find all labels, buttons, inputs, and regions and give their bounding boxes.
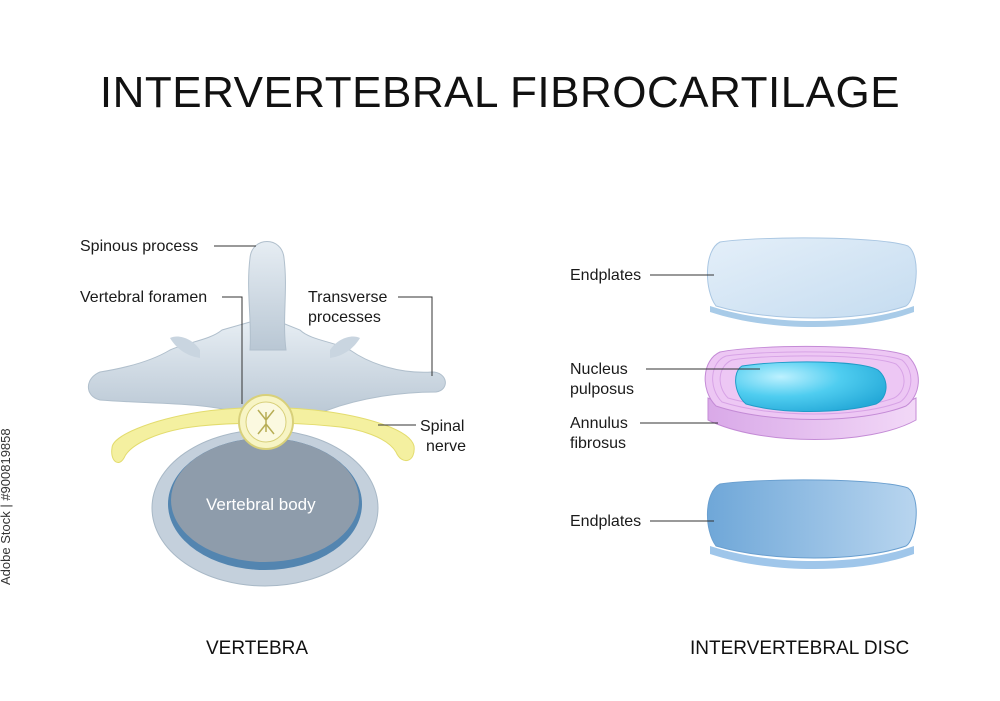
label-spinal-nerve-line1: Spinal — [420, 418, 465, 435]
label-annulus-fibrosus-line1: Annulus — [570, 415, 628, 432]
label-spinal-nerve-line2: nerve — [426, 438, 467, 455]
label-transverse-processes-line2: processes — [308, 309, 381, 326]
endplate-bottom-shape — [706, 479, 917, 559]
stock-watermark: Adobe Stock | #900819858 — [0, 428, 13, 585]
spinal-nerve-shape — [111, 407, 415, 463]
label-nucleus-pulposus-line2: pulposus — [570, 381, 635, 398]
label-vertebral-body: Vertebral body — [206, 495, 316, 514]
label-spinous-process: Spinous process — [80, 238, 199, 255]
vertebra-leader-lines — [214, 245, 433, 426]
label-transverse-processes-line1: Transverse — [308, 289, 388, 306]
vertebra-illustration — [87, 241, 446, 587]
label-endplates-top: Endplates — [570, 267, 642, 284]
spinous-process-shape — [248, 241, 287, 351]
page-title: INTERVERTEBRAL FIBROCARTILAGE — [99, 68, 901, 117]
caption-vertebra: VERTEBRA — [206, 638, 309, 659]
label-annulus-fibrosus-line2: fibrosus — [570, 435, 627, 452]
endplate-top-shape — [706, 237, 917, 319]
label-nucleus-pulposus-line1: Nucleus — [570, 361, 628, 378]
label-vertebral-foramen: Vertebral foramen — [80, 289, 208, 306]
label-endplates-bottom: Endplates — [570, 513, 642, 530]
caption-intervertebral-disc: INTERVERTEBRAL DISC — [690, 638, 910, 659]
vertebral-body-inner — [171, 438, 359, 562]
disc-leader-lines — [640, 274, 760, 522]
intervertebral-disc-illustration — [704, 237, 919, 569]
transverse-processes-shape — [87, 321, 446, 419]
nucleus-pulposus-shape — [735, 361, 887, 412]
